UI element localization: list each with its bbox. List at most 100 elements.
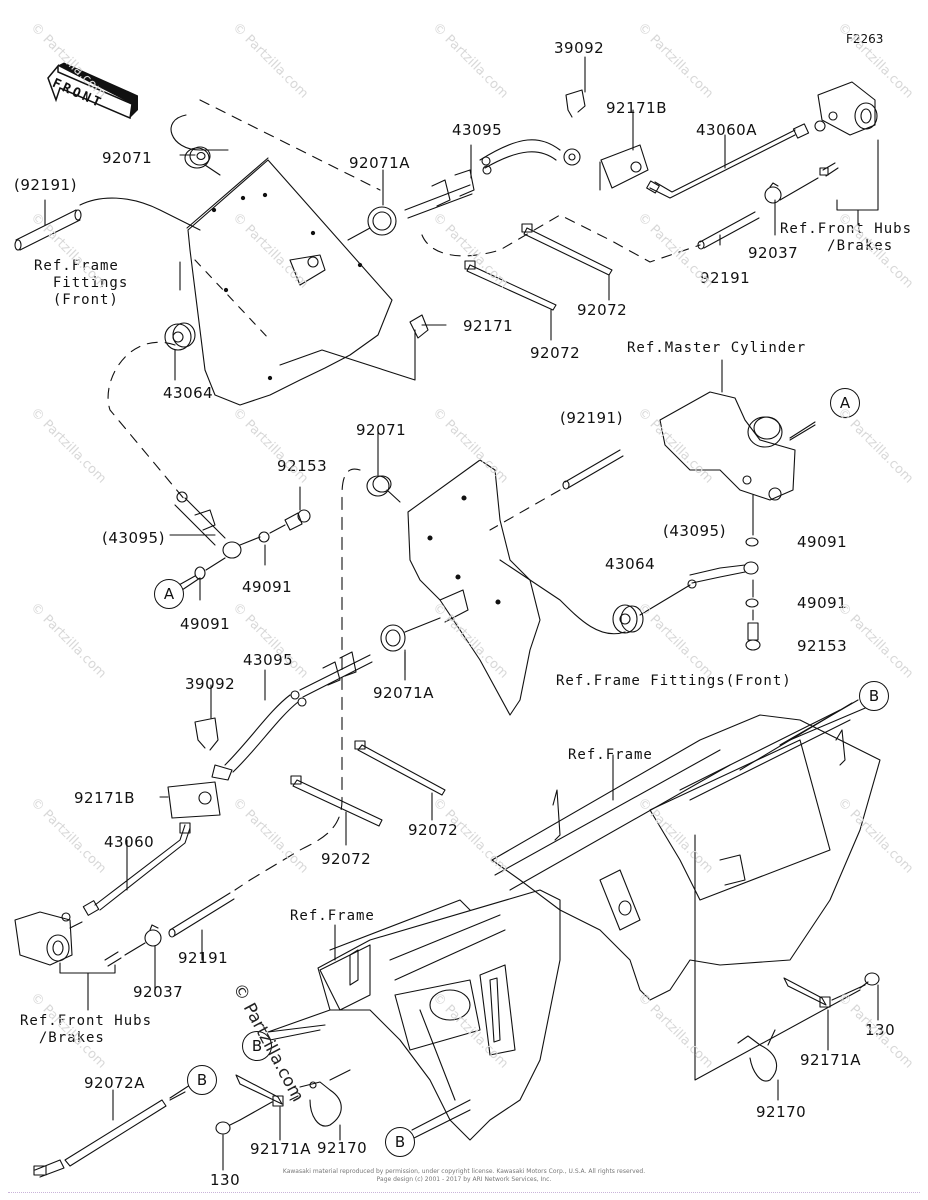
part-label[interactable]: 49091 bbox=[180, 615, 231, 633]
part-label[interactable]: 92072 bbox=[530, 344, 581, 362]
tube-92191-bot bbox=[168, 892, 235, 938]
part-label[interactable]: 130 bbox=[865, 1021, 896, 1039]
clamp-92037-top bbox=[764, 182, 782, 204]
brake-line-43060 bbox=[82, 822, 191, 916]
part-label[interactable]: 92072 bbox=[321, 850, 372, 868]
assembly-line bbox=[694, 834, 861, 1081]
cable-tie-92072-c bbox=[354, 740, 446, 821]
part-label[interactable]: 43060A bbox=[696, 121, 757, 139]
clamp-92037-bot bbox=[144, 924, 162, 947]
leader-lines bbox=[59, 649, 406, 1011]
part-label[interactable]: 92071 bbox=[102, 149, 153, 167]
marker-B[interactable]: B bbox=[242, 1031, 272, 1061]
part-label[interactable]: (92191) bbox=[560, 409, 623, 427]
part-label[interactable]: 43095 bbox=[452, 121, 503, 139]
marker-line-B3 bbox=[169, 1091, 186, 1101]
ref-master-cylinder: Ref.Master Cylinder bbox=[627, 340, 807, 356]
hose-43095-top bbox=[404, 139, 581, 219]
frame-fitting-bracket-upper bbox=[186, 157, 393, 406]
bolt-130-left bbox=[215, 1119, 241, 1135]
washer-49091-right-b bbox=[745, 598, 759, 608]
part-label[interactable]: (92191) bbox=[14, 176, 77, 194]
part-label[interactable]: 92071A bbox=[373, 684, 434, 702]
part-label[interactable]: 92153 bbox=[277, 457, 328, 475]
page-design-line: Page design (c) 2001 - 2017 by ARI Netwo… bbox=[376, 1176, 552, 1183]
cable-tie-92072-a bbox=[521, 223, 613, 276]
marker-B[interactable]: B bbox=[187, 1065, 217, 1095]
assembly-line bbox=[199, 99, 381, 191]
bleeder-valve-bot bbox=[104, 942, 146, 967]
part-label[interactable]: 130 bbox=[210, 1171, 241, 1189]
clamp-92170-right bbox=[737, 1029, 778, 1082]
ref-frame-fittings-front-mid: Ref.Frame Fittings(Front) bbox=[556, 673, 792, 689]
clip-39092-top bbox=[565, 89, 586, 118]
washer-49091-left-b bbox=[194, 566, 206, 580]
part-label[interactable]: 92171B bbox=[606, 99, 668, 117]
clip-39092-mid bbox=[194, 717, 219, 751]
part-label[interactable]: 43064 bbox=[163, 384, 214, 402]
leader-lines bbox=[777, 984, 879, 1101]
part-label[interactable]: 43064 bbox=[605, 555, 656, 573]
marker-line-B4 bbox=[411, 1099, 471, 1131]
grommet-92071-top bbox=[184, 146, 221, 176]
wheel-cylinder-top bbox=[814, 81, 878, 136]
part-label[interactable]: 92072 bbox=[577, 301, 628, 319]
seal-92071A-mid bbox=[380, 617, 441, 681]
part-label[interactable]: 92170 bbox=[756, 1103, 807, 1121]
bolt-92153-left bbox=[284, 509, 311, 531]
marker-line-B1 bbox=[779, 699, 859, 746]
part-label[interactable]: 49091 bbox=[797, 594, 848, 612]
bracket-92171B-top bbox=[599, 144, 649, 191]
part-label[interactable]: 92153 bbox=[797, 637, 848, 655]
bracket-92171A-left bbox=[235, 1074, 284, 1107]
part-label[interactable]: (43095) bbox=[663, 522, 726, 540]
brake-line-43060A bbox=[646, 123, 810, 199]
bracket-92171A-right bbox=[783, 977, 831, 1008]
footer-divider bbox=[8, 1192, 920, 1193]
part-label[interactable]: 49091 bbox=[242, 578, 293, 596]
ref-frame-fittings-front-top: Ref.Frame Fittings (Front) bbox=[34, 258, 129, 308]
frame-right bbox=[491, 705, 881, 1001]
part-label[interactable]: 43095 bbox=[243, 651, 294, 669]
part-label[interactable]: 92170 bbox=[317, 1139, 368, 1157]
part-label[interactable]: 92171A bbox=[800, 1051, 861, 1069]
part-label[interactable]: (43095) bbox=[102, 529, 165, 547]
marker-line-A2 bbox=[789, 424, 816, 441]
part-label[interactable]: 92072 bbox=[408, 821, 459, 839]
ref-frame-right: Ref.Frame bbox=[568, 747, 653, 763]
part-label[interactable]: 49091 bbox=[797, 533, 848, 551]
part-label[interactable]: 92191 bbox=[178, 949, 229, 967]
part-label[interactable]: 39092 bbox=[554, 39, 605, 57]
part-label[interactable]: 92072A bbox=[84, 1074, 145, 1092]
ref-frame-left: Ref.Frame bbox=[290, 908, 375, 924]
marker-B[interactable]: B bbox=[859, 681, 889, 711]
assembly-line bbox=[639, 584, 691, 616]
master-cylinder bbox=[659, 359, 816, 501]
hose-path-line bbox=[170, 114, 229, 151]
ref-front-hubs-brakes-top: Ref.Front Hubs /Brakes bbox=[780, 221, 913, 254]
clamp-92170-left bbox=[299, 1081, 342, 1127]
marker-A[interactable]: A bbox=[830, 388, 860, 418]
part-label[interactable]: 92171A bbox=[250, 1140, 311, 1158]
part-label[interactable]: 39092 bbox=[185, 675, 236, 693]
leader-lines bbox=[44, 56, 879, 381]
part-label[interactable]: 92037 bbox=[133, 983, 184, 1001]
part-label[interactable]: 43060 bbox=[104, 833, 155, 851]
part-label[interactable]: 92071 bbox=[356, 421, 407, 439]
assembly-line bbox=[107, 341, 186, 501]
part-label[interactable]: 92171 bbox=[463, 317, 514, 335]
part-label[interactable]: 92071A bbox=[349, 154, 410, 172]
part-label[interactable]: 92191 bbox=[700, 269, 751, 287]
marker-B[interactable]: B bbox=[385, 1127, 415, 1157]
assembly-line bbox=[79, 197, 201, 231]
part-label[interactable]: 92037 bbox=[748, 244, 799, 262]
marker-A[interactable]: A bbox=[154, 579, 184, 609]
banjo-fitting-43095-right bbox=[687, 561, 759, 589]
marker-line-B2 bbox=[269, 1029, 321, 1041]
leader-lines bbox=[169, 486, 301, 601]
part-label[interactable]: 92171B bbox=[74, 789, 136, 807]
bleeder-valve-top bbox=[779, 162, 839, 201]
assembly-line bbox=[267, 1009, 331, 1033]
cable-tie-92072-d bbox=[290, 775, 383, 846]
tube-92191-mid bbox=[489, 449, 624, 531]
